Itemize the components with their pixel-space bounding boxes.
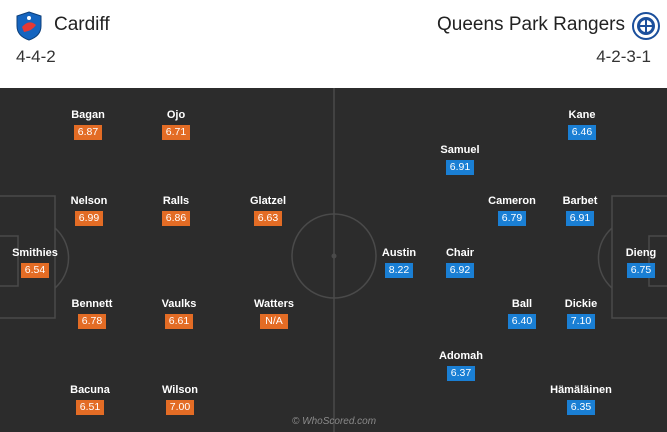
player-rating: 7.10	[567, 314, 595, 329]
player-rating: 6.86	[162, 211, 190, 226]
player-name: Bennett	[71, 298, 113, 310]
away-player-ball[interactable]: Ball 6.40	[487, 298, 557, 329]
home-team-name[interactable]: Cardiff	[54, 14, 110, 35]
home-player-bagan[interactable]: Bagan 6.87	[53, 109, 123, 140]
player-name: Glatzel	[249, 195, 287, 207]
away-player-austin[interactable]: Austin 8.22	[364, 247, 434, 278]
player-rating: 8.22	[385, 263, 413, 278]
away-formation: 4-2-3-1	[596, 47, 651, 66]
player-rating: 6.61	[165, 314, 193, 329]
away-team-name[interactable]: Queens Park Rangers	[437, 14, 625, 35]
player-rating: 7.00	[166, 400, 194, 415]
home-player-glatzel[interactable]: Glatzel 6.63	[233, 195, 303, 226]
match-header: Cardiff 4-4-2 Queens Park Rangers 4-2-3-…	[0, 0, 667, 88]
away-player-samuel[interactable]: Samuel 6.91	[425, 144, 495, 175]
player-rating: 6.78	[78, 314, 106, 329]
home-player-vaulks[interactable]: Vaulks 6.61	[144, 298, 214, 329]
player-rating: 6.91	[446, 160, 474, 175]
away-player-chair[interactable]: Chair 6.92	[425, 247, 495, 278]
player-name: Nelson	[70, 195, 108, 207]
player-rating: 6.75	[627, 263, 655, 278]
player-name: Kane	[568, 109, 596, 121]
player-name: Dieng	[625, 247, 657, 259]
player-name: Vaulks	[161, 298, 197, 310]
away-player-dieng[interactable]: Dieng 6.75	[606, 247, 667, 278]
away-player-kane[interactable]: Kane 6.46	[547, 109, 617, 140]
player-name: Adomah	[439, 350, 483, 362]
player-rating: 6.63	[254, 211, 282, 226]
player-rating: 6.54	[21, 263, 49, 278]
home-player-ojo[interactable]: Ojo 6.71	[141, 109, 211, 140]
cardiff-crest-icon	[16, 11, 42, 41]
home-player-nelson[interactable]: Nelson 6.99	[54, 195, 124, 226]
pitch: Bagan 6.87 Ojo 6.71 Nelson 6.99 Ralls 6.…	[0, 88, 667, 432]
player-name: Cameron	[488, 195, 536, 207]
player-name: Ball	[511, 298, 533, 310]
player-rating: 6.35	[567, 400, 595, 415]
player-name: Dickie	[564, 298, 598, 310]
player-name: Hämäläinen	[550, 384, 612, 396]
home-player-bacuna[interactable]: Bacuna 6.51	[55, 384, 125, 415]
player-rating: 6.87	[74, 125, 102, 140]
player-name: Ralls	[162, 195, 190, 207]
player-rating: 6.71	[162, 125, 190, 140]
home-player-ralls[interactable]: Ralls 6.86	[141, 195, 211, 226]
whoscored-watermark: © WhoScored.com	[292, 416, 377, 427]
home-player-bennett[interactable]: Bennett 6.78	[57, 298, 127, 329]
player-name: Chair	[445, 247, 475, 259]
player-rating: 6.40	[508, 314, 536, 329]
player-name: Smithies	[12, 247, 58, 259]
away-player-cameron[interactable]: Cameron 6.79	[477, 195, 547, 226]
player-rating: 6.79	[498, 211, 526, 226]
player-name: Bacuna	[70, 384, 110, 396]
pitch-lines	[0, 88, 667, 432]
player-rating: 6.37	[447, 366, 475, 381]
away-player-adomah[interactable]: Adomah 6.37	[426, 350, 496, 381]
away-player-hamalainen[interactable]: Hämäläinen 6.35	[546, 384, 616, 415]
player-name: Barbet	[562, 195, 598, 207]
player-rating: N/A	[260, 314, 288, 329]
home-player-smithies[interactable]: Smithies 6.54	[0, 247, 70, 278]
player-rating: 6.99	[75, 211, 103, 226]
player-name: Watters	[254, 298, 294, 310]
home-player-watters[interactable]: Watters N/A	[239, 298, 309, 329]
home-player-wilson[interactable]: Wilson 7.00	[145, 384, 215, 415]
player-rating: 6.91	[566, 211, 594, 226]
player-name: Wilson	[162, 384, 198, 396]
player-rating: 6.46	[568, 125, 596, 140]
player-name: Samuel	[440, 144, 480, 156]
qpr-crest-icon	[632, 12, 660, 40]
player-name: Austin	[381, 247, 417, 259]
player-name: Ojo	[166, 109, 186, 121]
player-rating: 6.51	[76, 400, 104, 415]
away-player-dickie[interactable]: Dickie 7.10	[546, 298, 616, 329]
player-name: Bagan	[71, 109, 105, 121]
home-formation: 4-4-2	[16, 47, 56, 66]
player-rating: 6.92	[446, 263, 474, 278]
away-player-barbet[interactable]: Barbet 6.91	[545, 195, 615, 226]
